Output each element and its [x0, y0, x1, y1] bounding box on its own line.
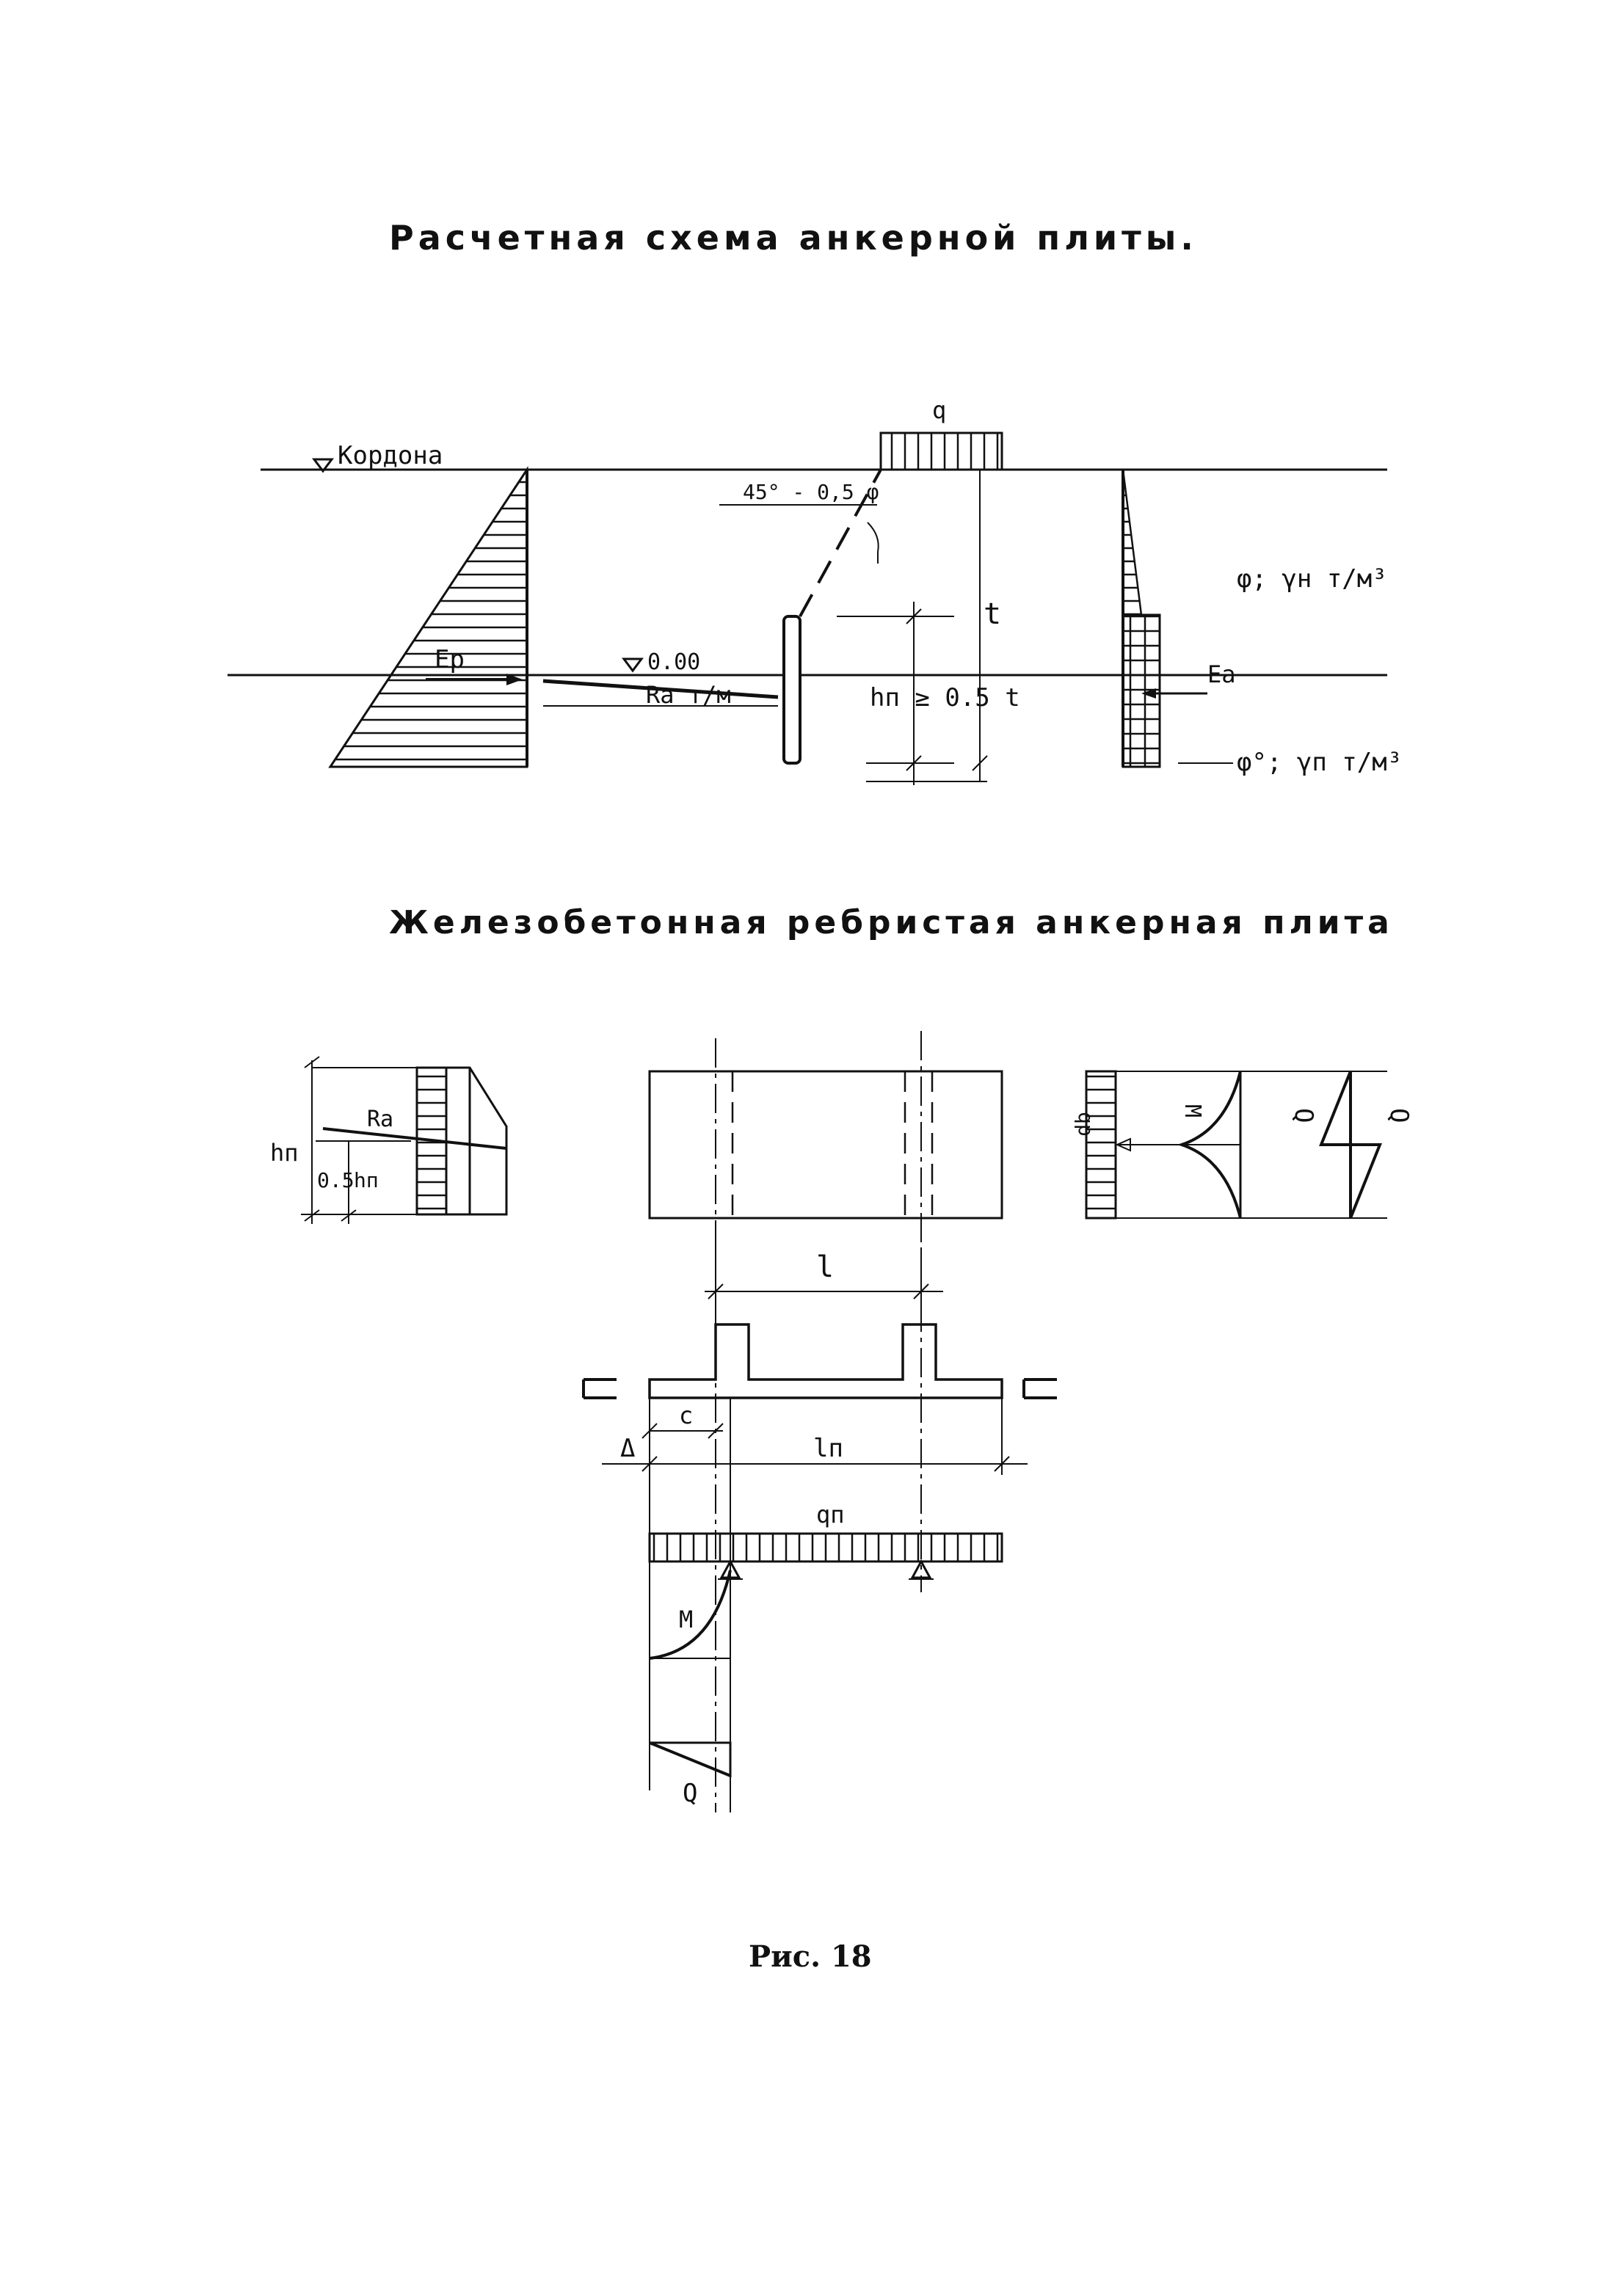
- plate-plan-section: l c Δ lп qп: [582, 1247, 1057, 1812]
- l-dimension-label: l: [816, 1250, 834, 1284]
- moment-diagram-cantilever: [649, 1570, 732, 1660]
- ea-label: Ea: [1207, 660, 1236, 688]
- q-small-label: Q: [1289, 1108, 1318, 1123]
- zero-level-label: 0.00: [647, 649, 700, 675]
- t-label: t: [984, 597, 1001, 631]
- anchor-plate: [782, 615, 801, 765]
- level-marker-icon: [312, 458, 334, 473]
- q-label: q: [932, 396, 946, 424]
- delta-label: Δ: [620, 1434, 635, 1463]
- ra-side-label: Ra: [367, 1107, 393, 1132]
- hn-side-label: hп: [270, 1139, 299, 1167]
- plate-title: Железобетонная ребристая анкерная плита: [389, 904, 1394, 941]
- angle-label: 45° - 0,5 φ: [743, 480, 879, 504]
- left-support-icon: [719, 1559, 741, 1579]
- hn-relation-label: hп ≥ 0.5 t: [870, 683, 1020, 713]
- half-label: 0.5: [317, 1168, 355, 1192]
- moment-diagram-rib: [1177, 1071, 1242, 1219]
- qn-label: qп: [816, 1501, 845, 1528]
- ra-tie-side: [322, 1127, 507, 1150]
- ra-label: Ra т/м: [646, 681, 731, 709]
- anchor-plate-scheme: Ep Кордона 0.00 Ra т/м 45° - 0,5 φ q t: [228, 396, 1402, 785]
- phi-top-label: φ; γн т/м³: [1237, 564, 1387, 594]
- active-pressure-diagram-top: [1122, 469, 1143, 616]
- plate-front-view: [648, 1031, 1003, 1247]
- passive-pressure-diagram: [328, 466, 528, 768]
- anchor-tie: [542, 679, 779, 699]
- q-big-label: Q: [1384, 1108, 1414, 1123]
- phi-bottom-label: φ°; γп т/м³: [1237, 748, 1402, 777]
- shear-diagram-rib: [1319, 1071, 1382, 1219]
- hn2-label: hп: [354, 1168, 379, 1192]
- c-dimension-label: c: [679, 1402, 693, 1429]
- m-beam-label: M: [679, 1606, 693, 1633]
- qn-load-hatch: [648, 1532, 1003, 1563]
- failure-plane: [799, 469, 882, 617]
- plate-section-outline: [446, 1066, 508, 1216]
- surcharge-load: [879, 431, 1003, 471]
- q-beam-label: Q: [683, 1779, 697, 1808]
- figure-caption: Рис. 18: [749, 1939, 872, 1974]
- qp-load-hatch: [1085, 1070, 1117, 1220]
- plate-side-view: hп 0.5 hп Ra: [270, 1056, 508, 1224]
- right-support-icon: [910, 1559, 932, 1579]
- rib-diagrams: qp M Q Q: [1074, 1070, 1414, 1220]
- zero-level-marker-icon: [622, 657, 644, 673]
- scheme-title: Расчетная схема анкерной плиты.: [389, 218, 1198, 258]
- ribbed-plate-section: [648, 1323, 1003, 1399]
- m-rib-label: M: [1179, 1104, 1205, 1118]
- plate-front-outline: [648, 1070, 1003, 1220]
- ep-label: Ep: [435, 645, 465, 674]
- qp-label: qp: [1074, 1112, 1098, 1137]
- kordona-label: Кордона: [338, 441, 443, 470]
- ln-dimension-label: lп: [813, 1434, 843, 1463]
